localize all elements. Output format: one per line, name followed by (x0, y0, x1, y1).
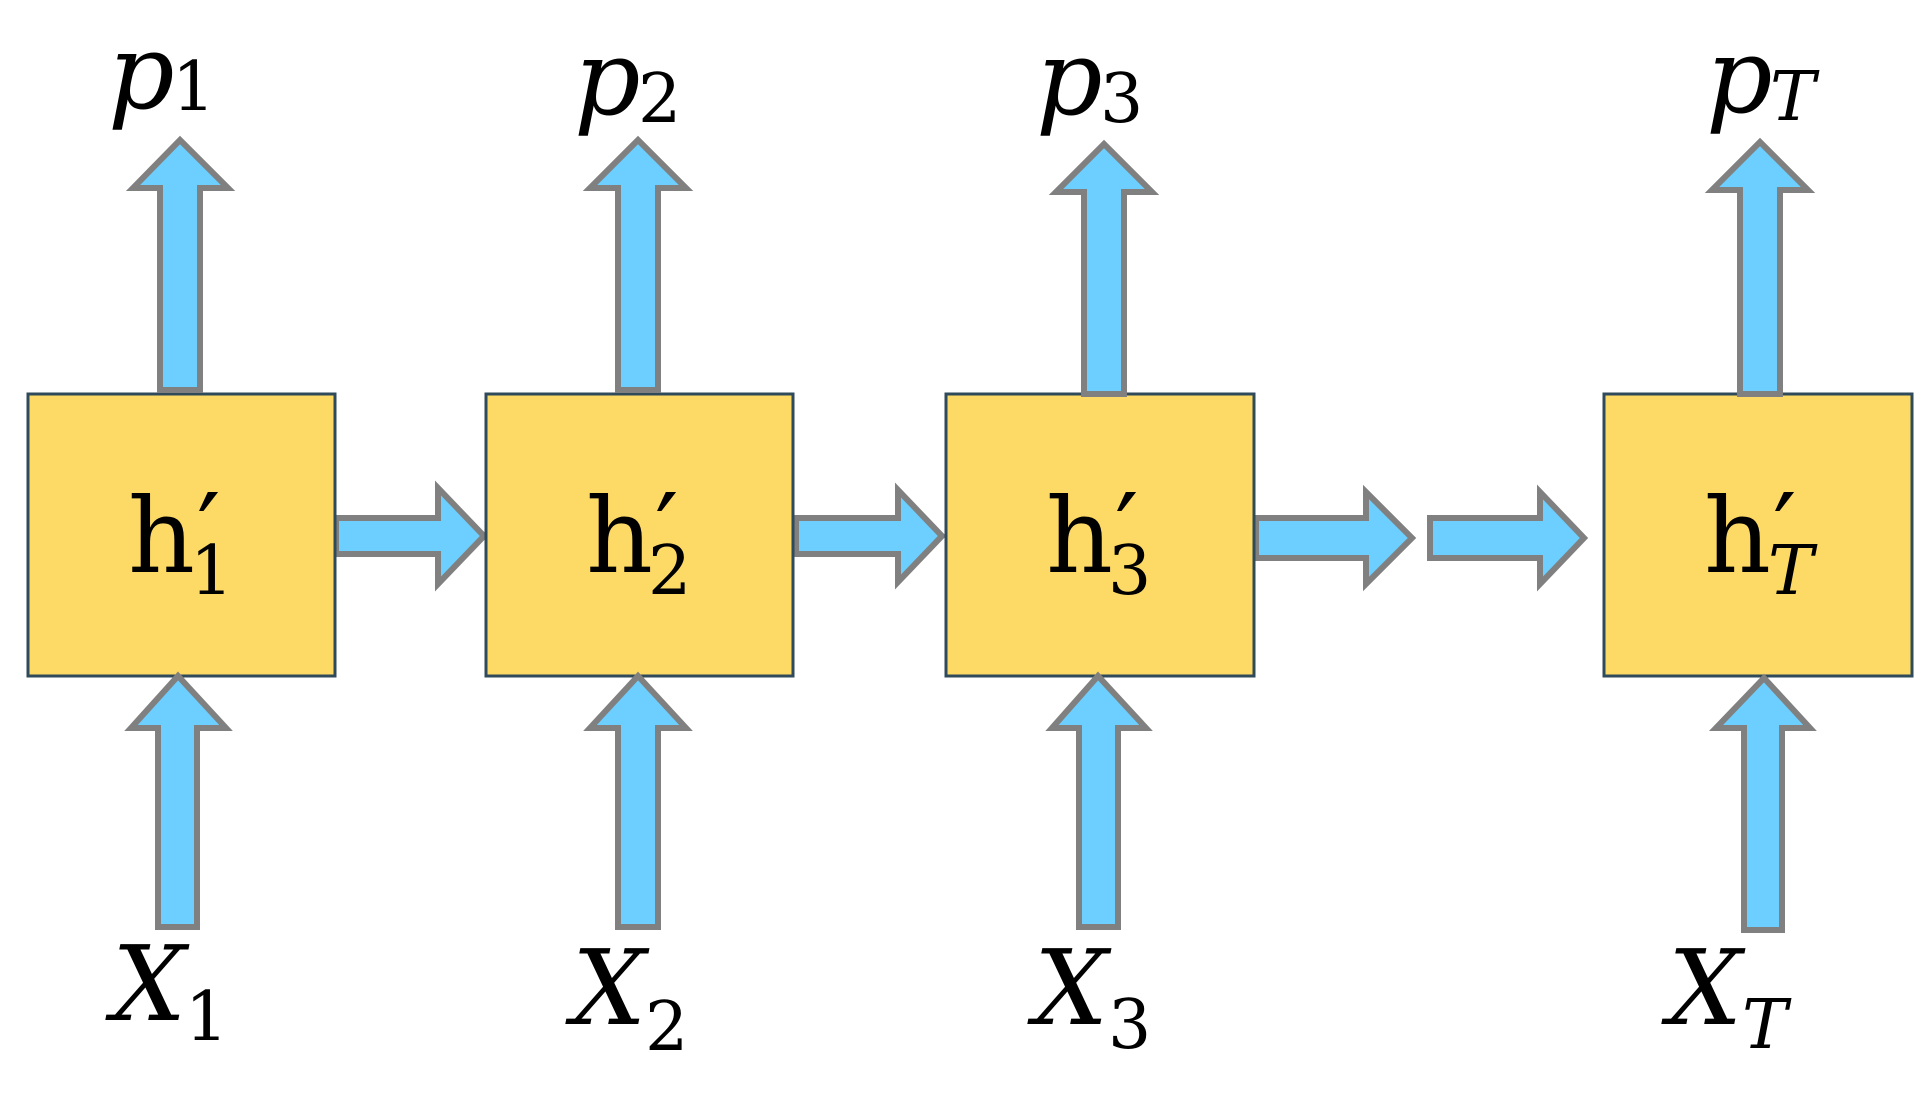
input-label: X (105, 923, 190, 1045)
recurrent-arrow-1-2 (333, 480, 489, 592)
cell-2: h′ 2 p 2 X 2 (484, 17, 795, 1067)
output-subscript: T (1770, 58, 1820, 137)
input-subscript: 2 (645, 988, 688, 1067)
output-label: p (108, 11, 175, 133)
input-arrow (124, 671, 233, 930)
cell-T: h′ T p T X T (1602, 15, 1914, 1065)
output-subscript: 3 (1100, 60, 1143, 139)
recurrent-arrows (333, 480, 1589, 592)
input-arrow (583, 671, 693, 930)
output-subscript: 2 (638, 60, 681, 139)
output-arrow (582, 135, 694, 393)
input-subscript: 3 (1108, 986, 1151, 1065)
output-subscript: 1 (172, 48, 215, 127)
output-arrow (1704, 137, 1816, 397)
hidden-state-label: h′ (128, 471, 221, 597)
input-subscript: 1 (185, 978, 228, 1057)
hidden-state-label: h′ (586, 471, 679, 597)
hidden-state-box (26, 392, 337, 678)
hidden-state-label: h′ (1046, 471, 1139, 597)
input-subscript: T (1742, 986, 1792, 1065)
hidden-state-subscript: 1 (190, 532, 233, 611)
input-arrow (1708, 673, 1817, 933)
output-label: p (1036, 17, 1103, 139)
recurrent-arrow-in-T (1427, 484, 1589, 592)
input-arrow (1045, 671, 1153, 930)
input-label: X (565, 927, 650, 1049)
hidden-state-subscript: 3 (1108, 532, 1151, 611)
output-label: p (574, 17, 641, 139)
input-label: X (1027, 927, 1112, 1049)
output-arrow (125, 135, 236, 393)
cell-1: h′ 1 p 1 X 1 (26, 11, 337, 1057)
hidden-state-subscript: 2 (648, 532, 691, 611)
hidden-state-box (484, 392, 795, 678)
recurrent-arrow-3-out (1253, 484, 1417, 592)
output-label: p (1706, 15, 1773, 137)
cell-3: h′ 3 p 3 X 3 (944, 17, 1256, 1065)
recurrent-arrow-2-3 (793, 482, 947, 590)
hidden-state-label: h′ (1704, 471, 1797, 597)
input-label: X (1661, 927, 1746, 1049)
hidden-state-subscript: T (1768, 532, 1818, 611)
output-arrow (1048, 139, 1160, 397)
